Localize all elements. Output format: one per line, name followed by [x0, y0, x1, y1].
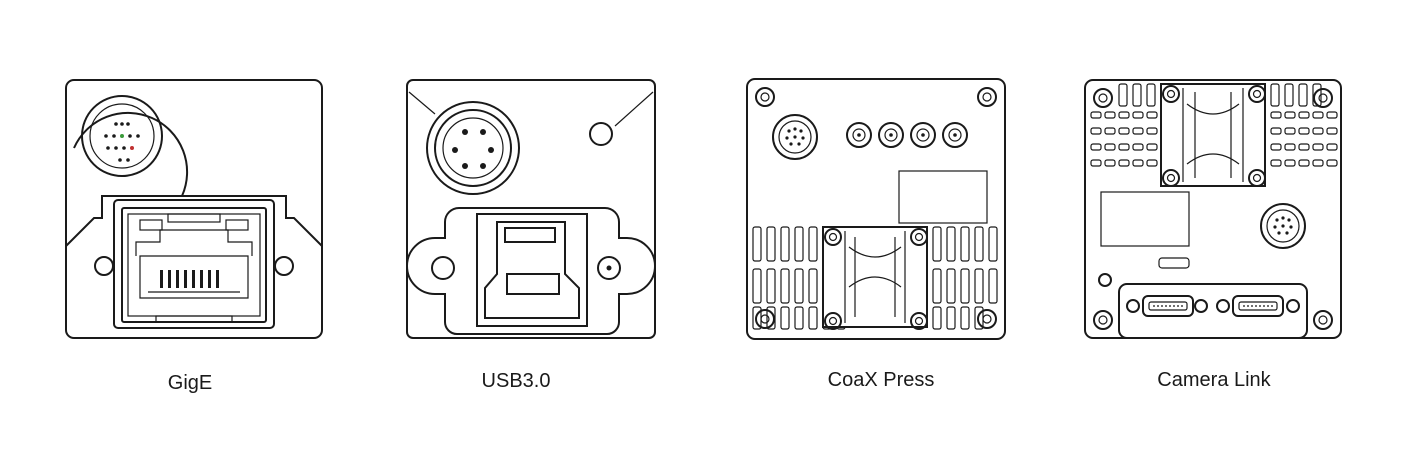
cameralink-mdr-port-2: [1216, 295, 1300, 317]
coaxpress-camera-back-panel: [745, 77, 1007, 341]
usb3-camera-drawing: [406, 79, 656, 339]
coaxpress-io-connector: [772, 114, 818, 160]
usb3-mount-hole-right: [597, 256, 621, 280]
cameralink-fan-bracket: [1160, 83, 1266, 187]
coaxpress-coax-ports: [846, 122, 968, 148]
usb3-micro-b-port: [476, 213, 588, 327]
usb3-label: USB3.0: [481, 370, 551, 392]
coaxpress-corner-screws: [755, 87, 997, 329]
cameralink-camera-drawing: [1084, 79, 1342, 339]
gige-mount-hole-left: [94, 256, 114, 276]
rj45-ethernet-port: [113, 199, 275, 329]
cameralink-label: Camera Link: [1157, 369, 1271, 391]
usb3-camera-back-panel: [405, 78, 657, 340]
cameralink-status-led: [1098, 273, 1112, 287]
gige-mount-hole-right: [274, 256, 294, 276]
gige-camera-back-panel: [64, 78, 324, 340]
coaxpress-camera-drawing: [746, 78, 1006, 340]
gige-io-connector: [81, 95, 163, 177]
cameralink-heatsink-fins: [1090, 83, 1338, 167]
cameralink-mdr-port-1: [1126, 295, 1208, 317]
coaxpress-label: CoaX Press: [827, 369, 935, 391]
coaxpress-label-plate: [898, 170, 988, 224]
gige-label: GigE: [167, 372, 213, 394]
cameralink-status-slot: [1158, 257, 1190, 269]
usb3-status-led: [589, 122, 613, 146]
usb3-io-connector: [426, 101, 520, 195]
gige-connector-pins: [104, 122, 140, 162]
cameralink-connector-plate: [1118, 283, 1308, 339]
gige-camera-drawing: [65, 79, 323, 339]
coaxpress-fan-bracket: [822, 226, 928, 330]
usb3-mount-hole-left: [431, 256, 455, 280]
rj45-contacts: [160, 270, 219, 288]
cameralink-camera-back-panel: [1083, 78, 1343, 340]
cameralink-corner-screws: [1093, 88, 1333, 330]
cameralink-io-connector: [1260, 203, 1306, 249]
cameralink-label-plate: [1100, 191, 1190, 247]
